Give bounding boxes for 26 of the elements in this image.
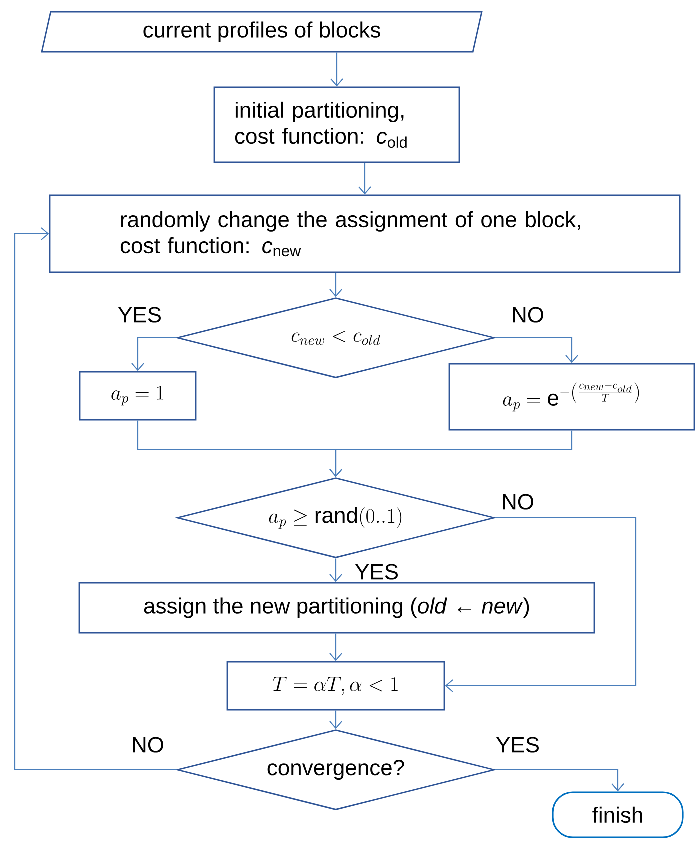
process-box: initial partitioning, cost function: c$_{old}$: [214, 86, 460, 164]
edge-label: NO: [130, 736, 166, 754]
arrow: [330, 558, 342, 582]
terminal-box: finish: [552, 792, 684, 838]
arrow: [445, 517, 637, 692]
process-box: randomly change the assignment of one block, cost function: c$_{new}$: [49, 194, 681, 274]
arrow: [358, 163, 372, 195]
process-box: assign the new partitioning (old ← new): [78, 582, 596, 634]
arrow: [330, 710, 342, 730]
edge-label: NO: [510, 306, 546, 324]
arrow: [330, 430, 573, 478]
arrow: [14, 228, 177, 771]
edge-label: YES: [354, 563, 400, 581]
process-box: $T = \alpha T, \alpha < 1$: [226, 661, 446, 711]
process-box: $a_p = 1$: [79, 371, 197, 421]
edge-label: YES: [495, 736, 542, 754]
arrow: [330, 52, 344, 87]
edge-label: YES: [117, 306, 163, 324]
arrow: [132, 337, 177, 372]
arrow: [330, 273, 342, 298]
arrow: [495, 337, 578, 364]
edge-label: NO: [500, 493, 536, 511]
process-box: $a_p = \mathrm{e}^{-\left(\frac{c_{new}-c_{old}}{T}\right)}$: [448, 363, 696, 431]
arrow: [495, 769, 624, 792]
input-parallelogram: current profiles of blocks: [41, 11, 483, 53]
arrow: [330, 634, 342, 662]
